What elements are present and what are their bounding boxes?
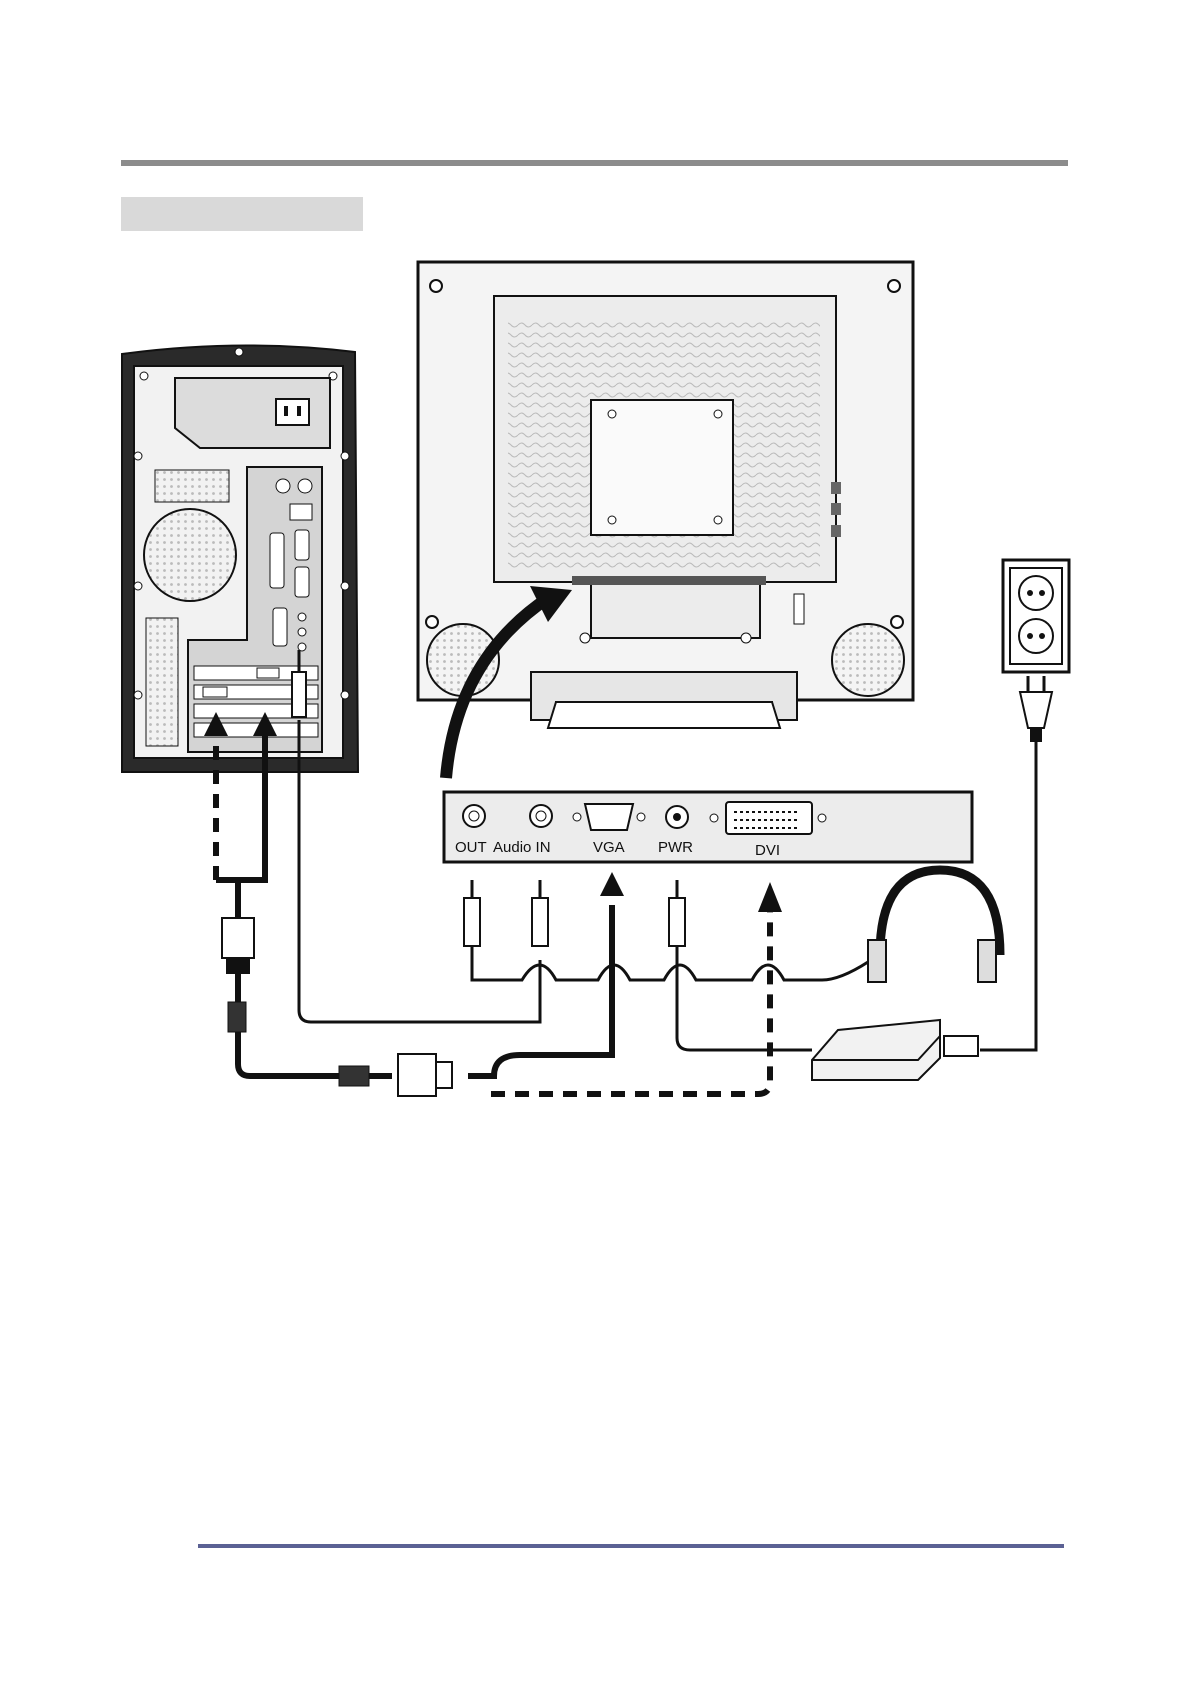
- label-dvi: DVI: [755, 842, 780, 859]
- dvi-port: [726, 802, 812, 834]
- wall-plug-icon: [1020, 676, 1052, 742]
- monitor-port-strip: [572, 576, 766, 585]
- wall-outlet-icon: [1003, 560, 1069, 672]
- label-out: OUT: [455, 839, 487, 856]
- vga-arrow: [600, 872, 624, 896]
- label-vga: VGA: [593, 839, 625, 856]
- label-audio-in: Audio IN: [493, 839, 551, 856]
- headphone-cable: [472, 945, 868, 980]
- pc-tower-rear: [122, 345, 358, 772]
- audio-plug-in: [532, 880, 548, 946]
- vga-port: [585, 804, 633, 830]
- label-pwr: PWR: [658, 839, 693, 856]
- vga-connector-monitor: [339, 1054, 452, 1096]
- power-plug-dc: [669, 880, 685, 946]
- vesa-mount-plate: [591, 400, 733, 535]
- power-cable: [677, 945, 812, 1050]
- headphones-icon: [868, 870, 1000, 982]
- fan-grille-icon: [144, 509, 236, 601]
- power-adapter-icon: [812, 1020, 978, 1080]
- audio-plug-out: [464, 880, 480, 946]
- footer-rule: [198, 1544, 1064, 1548]
- power-socket-icon: [276, 399, 309, 425]
- speaker-right-icon: [832, 624, 904, 696]
- connector-panel: OUT Audio IN VGA PWR DVI: [444, 792, 972, 862]
- vga-cable: [238, 925, 392, 1076]
